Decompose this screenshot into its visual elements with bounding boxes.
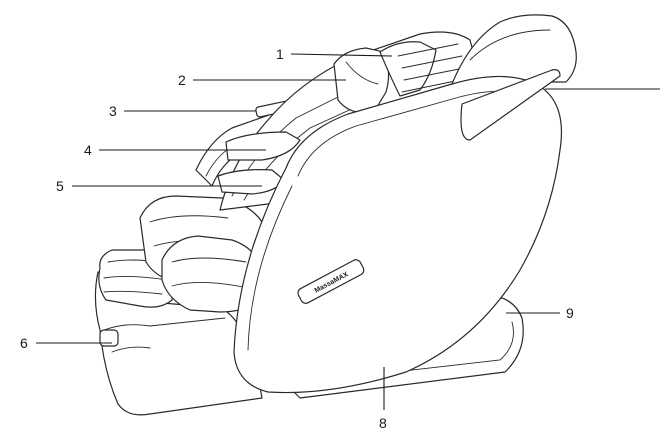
foot-button (99, 329, 119, 347)
callout-labels: 1 2 3 4 5 6 8 9 (20, 46, 574, 431)
callout-leaders (36, 53, 660, 410)
side-light-strip (460, 69, 561, 141)
callout-1: 1 (276, 46, 284, 62)
callout-5: 5 (56, 178, 64, 194)
callout-8: 8 (379, 415, 387, 431)
canopy (451, 14, 577, 85)
callout-4: 4 (84, 142, 92, 158)
callout-3: 3 (109, 103, 117, 119)
leader-line-1 (290, 53, 393, 57)
callout-2: 2 (178, 72, 186, 88)
shoulder-airbag (379, 41, 437, 97)
callout-9: 9 (566, 305, 574, 321)
callout-6: 6 (20, 335, 28, 351)
waist-airbag (225, 131, 301, 161)
chair-illustration: MassaMAX (94, 14, 577, 416)
